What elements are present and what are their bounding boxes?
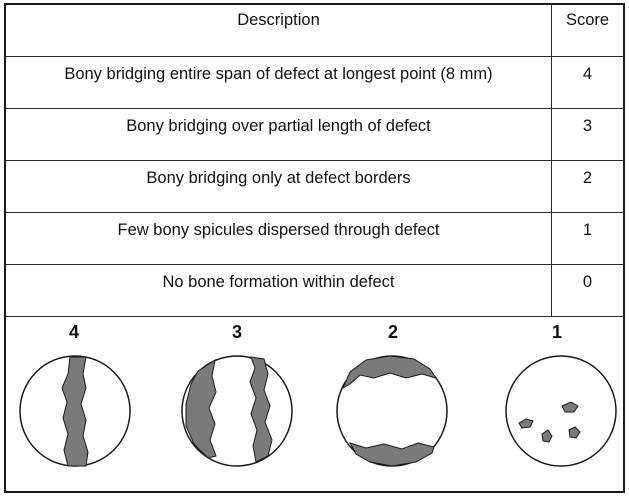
table-row: No bone formation within defect 0 <box>6 265 623 317</box>
diagram-label-4: 4 <box>68 322 79 342</box>
bone-spicule <box>561 401 579 413</box>
header-description: Description <box>6 5 552 56</box>
bone-bridge-left <box>185 358 217 459</box>
table-row: Bony bridging only at defect borders 2 <box>6 161 623 213</box>
bone-border-bottom <box>348 442 435 467</box>
defect-diagram-4 <box>19 355 131 467</box>
table-header-row: Description Score <box>6 5 623 57</box>
row-score: 4 <box>582 65 593 83</box>
bone-bridge-right <box>249 356 273 463</box>
bone-spicule <box>541 429 553 443</box>
diagram-label-3: 3 <box>231 322 242 342</box>
table-row: Bony bridging over partial length of def… <box>6 109 623 161</box>
row-description: No bone formation within defect <box>6 265 552 316</box>
scoring-table: Description Score Bony bridging entire s… <box>4 3 625 493</box>
row-description: Bony bridging over partial length of def… <box>6 109 552 160</box>
defect-outline <box>505 355 617 467</box>
bone-bridge <box>61 356 89 467</box>
defect-diagram-2 <box>336 355 448 467</box>
defect-diagram-svg <box>19 355 617 467</box>
defect-diagram-1 <box>505 355 617 467</box>
row-description: Few bony spicules dispersed through defe… <box>6 213 552 264</box>
header-score: Score <box>565 11 610 29</box>
table-row: Bony bridging entire span of defect at l… <box>6 57 623 109</box>
row-score: 3 <box>582 117 593 135</box>
row-description: Bony bridging entire span of defect at l… <box>6 57 552 108</box>
bone-spicule <box>568 426 581 439</box>
bone-spicule <box>518 418 534 429</box>
table-row: Few bony spicules dispersed through defe… <box>6 213 623 265</box>
diagram-label-1: 1 <box>551 322 562 342</box>
row-score: 0 <box>582 273 593 291</box>
bone-border-top <box>341 355 438 390</box>
defect-diagrams: 4 3 2 1 <box>6 316 623 491</box>
diagram-label-2: 2 <box>387 322 398 342</box>
row-description: Bony bridging only at defect borders <box>6 161 552 212</box>
row-score: 1 <box>582 221 593 239</box>
defect-diagram-3 <box>181 355 293 467</box>
row-score: 2 <box>582 169 593 187</box>
